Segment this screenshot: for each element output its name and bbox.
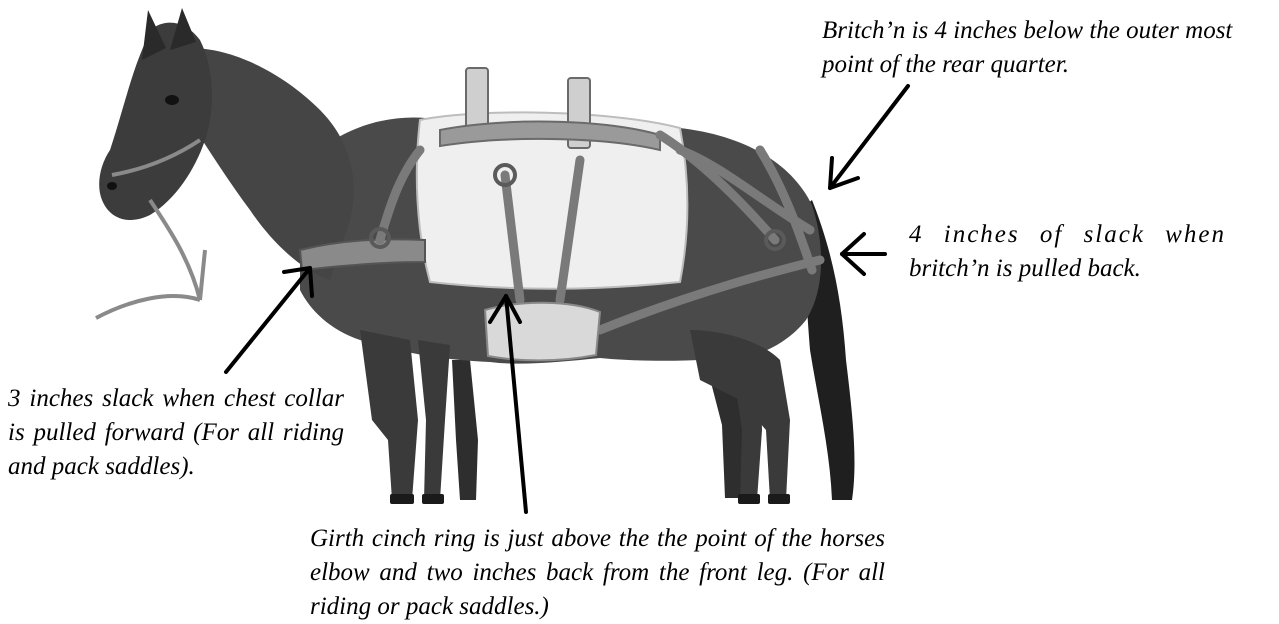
arrow-icon: [830, 86, 908, 188]
britchn-position-note: Britch’n is 4 inches below the outer mos…: [822, 14, 1252, 82]
britchn-slack-line-1: 4 inches of slack when: [909, 221, 1226, 248]
arrow-icon: [226, 268, 312, 372]
britchn-slack-note: 4 inches of slack when britch’n is pulle…: [909, 218, 1265, 286]
cinch: [485, 303, 600, 361]
horse-nostril: [107, 182, 117, 190]
britchn-slack-line-2: britch’n is pulled back.: [909, 255, 1141, 282]
horse-eye: [165, 95, 179, 105]
chest-collar-slack-note: 3 inches slack when chest collar is pull…: [8, 382, 344, 484]
arrow-icon: [842, 234, 885, 274]
girth-cinch-ring-note: Girth cinch ring is just above the the p…: [310, 522, 885, 624]
horse-near-front-legs: [360, 330, 450, 500]
sawbuck-tree: [440, 68, 660, 150]
